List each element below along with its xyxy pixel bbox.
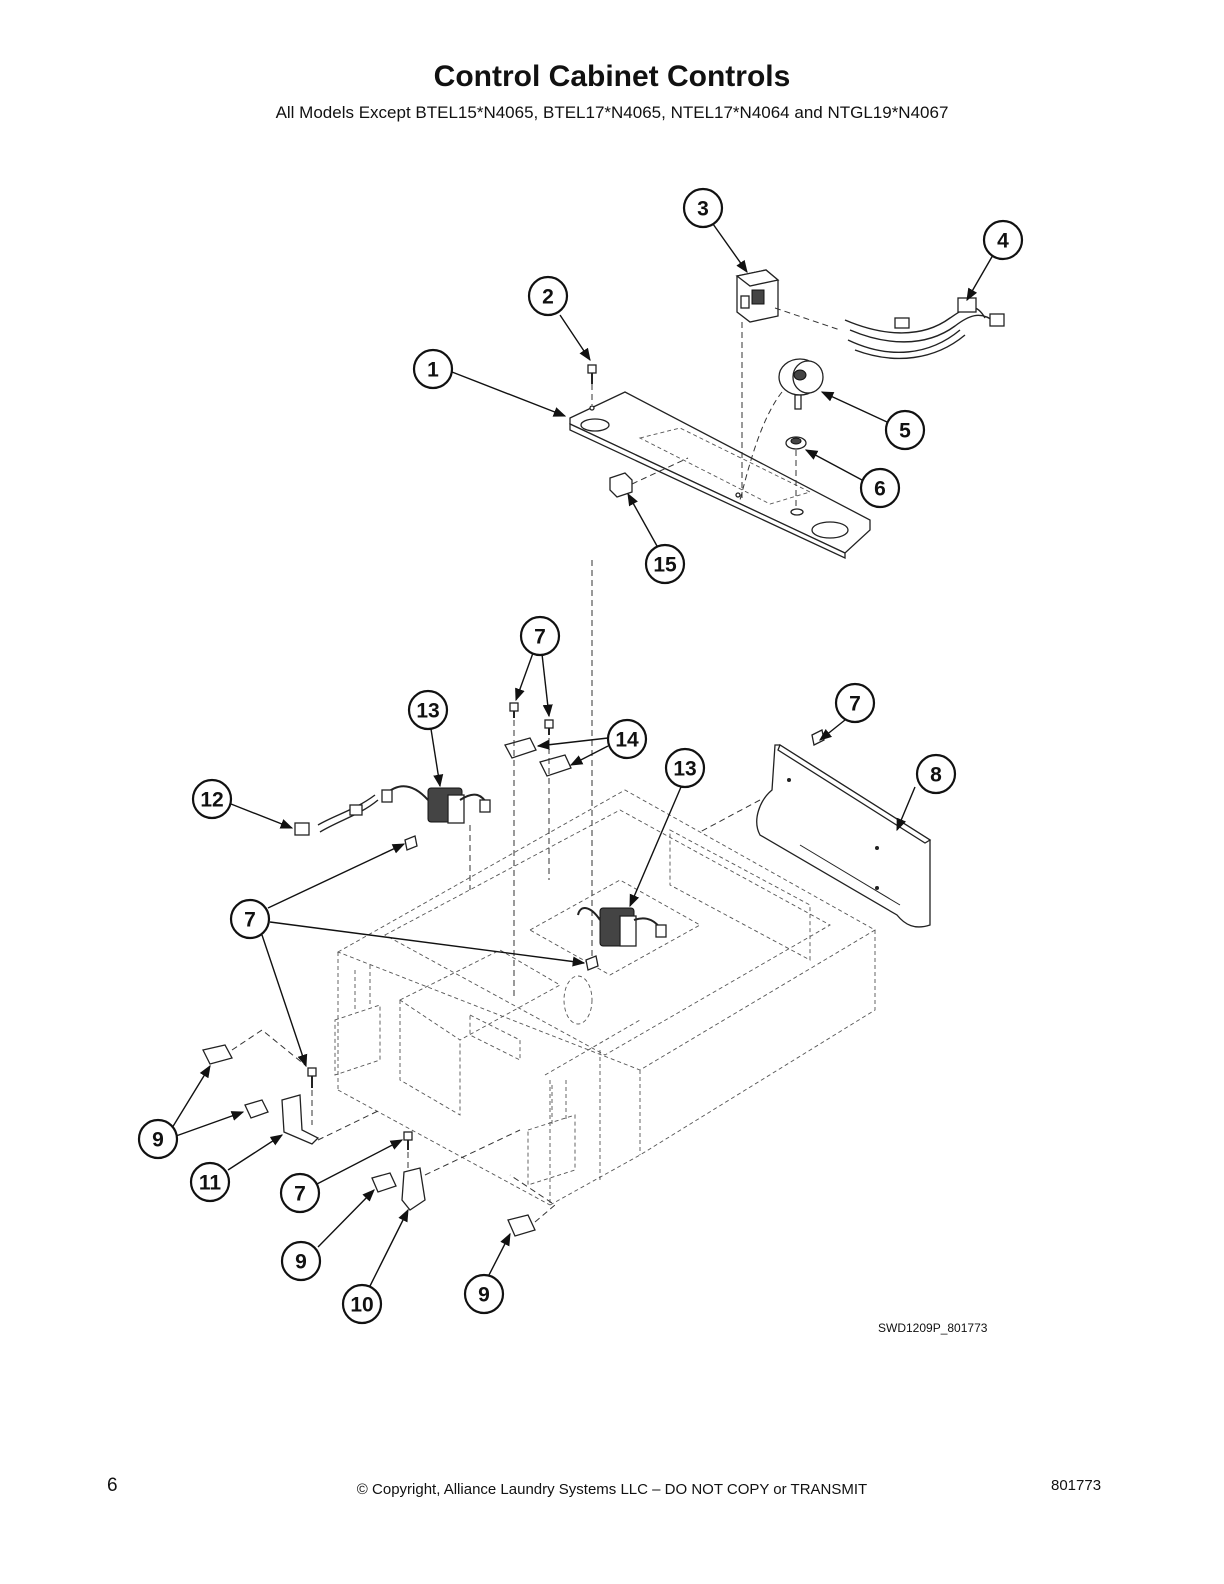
copyright-notice: © Copyright, Alliance Laundry Systems LL… — [356, 1481, 868, 1498]
document-number: 801773 — [1051, 1477, 1102, 1494]
svg-text:9: 9 — [478, 1284, 490, 1307]
callout-9-right: 9 — [463, 1273, 505, 1315]
figure-code: SWD1209P_801773 — [878, 1321, 988, 1335]
clip-part-15 — [609, 472, 633, 498]
callout-10: 10 — [341, 1283, 383, 1325]
callout-14: 14 — [606, 718, 648, 760]
transformer-part-13-upper — [381, 785, 491, 824]
callout-7-lower: 7 — [279, 1172, 321, 1214]
svg-text:12: 12 — [200, 789, 223, 812]
wire-harness-part-12 — [294, 794, 379, 836]
callout-7-right: 7 — [834, 682, 876, 724]
transformer-part-13-lower — [577, 907, 667, 947]
callout-7-center: 7 — [229, 898, 271, 940]
side-panel-part-8 — [756, 744, 932, 928]
page-subtitle: All Models Except BTEL15*N4065, BTEL17*N… — [275, 103, 949, 122]
svg-text:6: 6 — [874, 478, 886, 501]
svg-text:2: 2 — [542, 286, 554, 309]
callout-15: 15 — [644, 543, 686, 585]
svg-text:1: 1 — [427, 359, 439, 382]
svg-text:9: 9 — [152, 1129, 164, 1152]
svg-text:5: 5 — [899, 420, 911, 443]
bracket-part-11 — [281, 1094, 320, 1145]
screw-part-7-lower — [403, 1131, 413, 1150]
page-number: 6 — [107, 1475, 118, 1496]
callout-9-left: 9 — [137, 1118, 179, 1160]
svg-text:13: 13 — [673, 758, 696, 781]
svg-text:7: 7 — [849, 693, 861, 716]
callout-1: 1 — [412, 348, 454, 390]
door-switch-part-9-center — [371, 1172, 397, 1193]
screw-part-7-left — [307, 1067, 317, 1088]
bracket-part-10 — [401, 1167, 426, 1211]
svg-text:7: 7 — [534, 626, 546, 649]
svg-text:15: 15 — [653, 554, 677, 577]
screw-part-7-center — [404, 835, 599, 971]
callout-13-upper: 13 — [407, 689, 449, 731]
screws-part-7-upper — [509, 702, 554, 735]
callout-11: 11 — [189, 1161, 231, 1203]
svg-text:7: 7 — [294, 1183, 306, 1206]
screw-part-2 — [587, 364, 597, 384]
wire-harness-part-4 — [844, 297, 1005, 360]
svg-text:10: 10 — [350, 1294, 373, 1317]
svg-text:13: 13 — [416, 700, 439, 723]
callout-3: 3 — [682, 187, 724, 229]
leader-lines — [171, 223, 994, 1291]
svg-text:4: 4 — [997, 230, 1009, 253]
callout-6: 6 — [859, 467, 901, 509]
callout-7-upper: 7 — [519, 615, 561, 657]
svg-text:8: 8 — [930, 764, 942, 787]
cabinet-base-frame — [334, 789, 876, 1206]
page-title: Control Cabinet Controls — [433, 60, 791, 93]
callout-9-center: 9 — [280, 1240, 322, 1282]
door-switch-part-9-left — [202, 1044, 269, 1119]
svg-text:14: 14 — [615, 729, 639, 752]
callout-5: 5 — [884, 409, 926, 451]
control-panel-plate — [569, 391, 871, 560]
callout-13-lower: 13 — [664, 747, 706, 789]
contactor-part-3 — [735, 269, 780, 323]
callout-12: 12 — [191, 778, 233, 820]
callout-2: 2 — [527, 275, 569, 317]
svg-text:11: 11 — [199, 1172, 222, 1195]
brackets-part-14 — [504, 737, 572, 777]
door-switch-part-9-right — [507, 1214, 536, 1237]
callout-4: 4 — [982, 219, 1024, 261]
svg-text:3: 3 — [697, 198, 709, 221]
timer-part-5 — [778, 358, 824, 410]
svg-text:9: 9 — [295, 1251, 307, 1274]
svg-text:7: 7 — [244, 909, 256, 932]
callout-8: 8 — [915, 753, 957, 795]
grommet-part-6 — [785, 436, 807, 450]
